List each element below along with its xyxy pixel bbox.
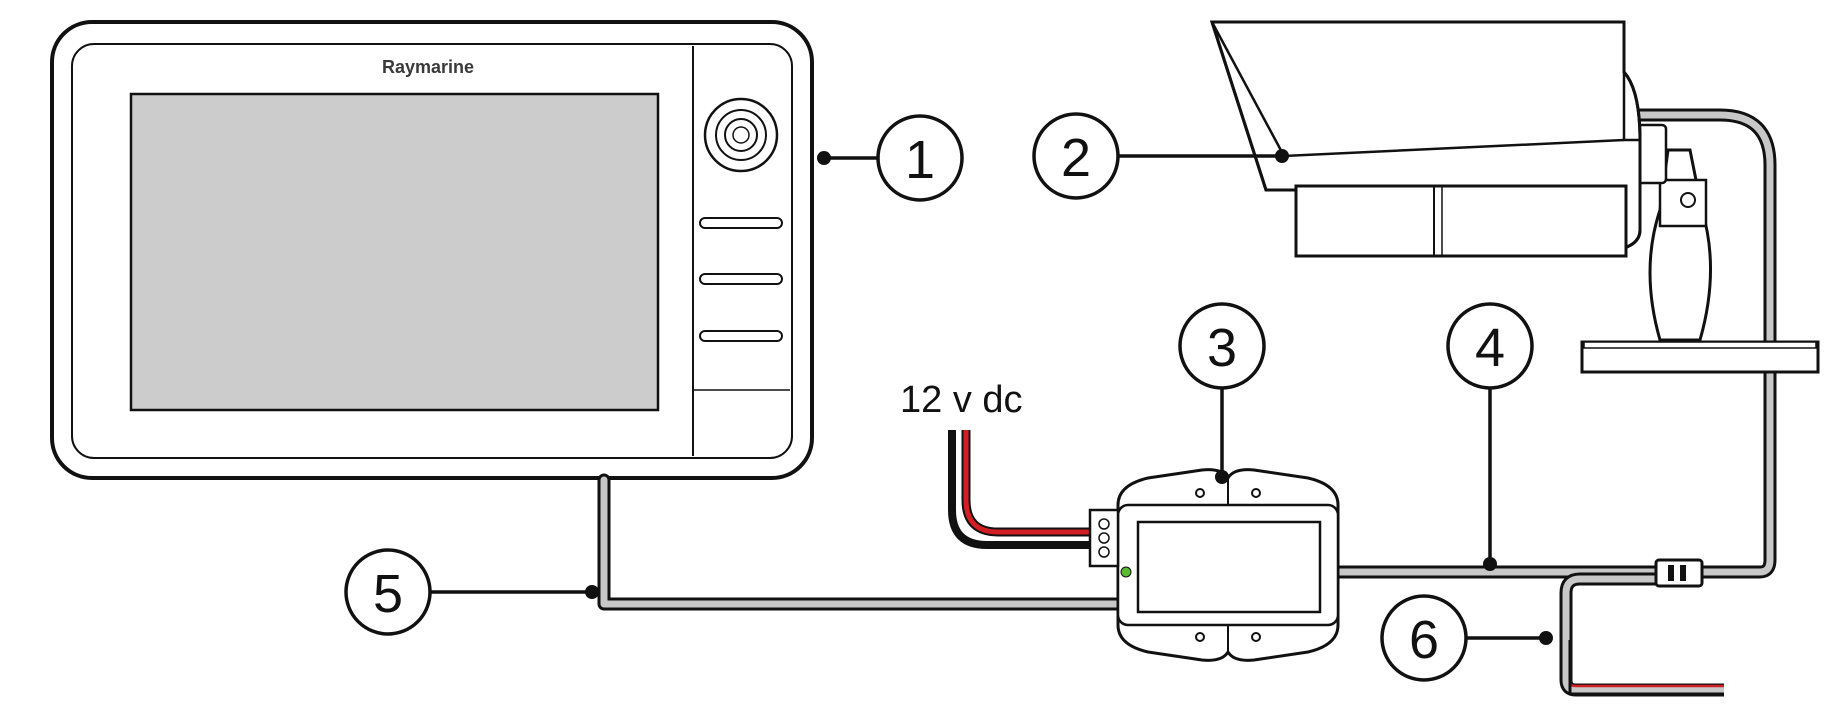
callout-label-6: 6	[1409, 610, 1439, 670]
softkey-button-3	[699, 330, 783, 342]
callout-label-4: 4	[1475, 318, 1505, 378]
callout-5: 5	[344, 548, 599, 636]
callout-label-5: 5	[373, 564, 403, 624]
callout-label-2: 2	[1061, 128, 1091, 188]
callout-1: 1	[817, 114, 964, 202]
power-terminal-block	[1088, 508, 1120, 568]
callout-label-3: 3	[1207, 318, 1237, 378]
camera-cable	[1333, 108, 1777, 579]
callout-4: 4	[1446, 302, 1534, 571]
multifunction-display: Raymarine	[50, 20, 814, 480]
camera-power-cable	[1559, 572, 1724, 697]
rotary-knob	[703, 97, 779, 173]
brand-logo: Raymarine	[382, 57, 474, 77]
callout-6: 6	[1380, 594, 1553, 682]
callout-label-1: 1	[905, 130, 935, 190]
power-label: 12 v dc	[900, 379, 1023, 421]
softkey-button-1	[699, 217, 783, 229]
power-input-wires	[948, 430, 1098, 549]
camera	[1209, 20, 1820, 374]
display-screen	[129, 92, 660, 412]
status-led	[1120, 566, 1132, 578]
inline-connector	[1654, 558, 1704, 588]
softkey-button-2	[699, 273, 783, 285]
callout-2: 2	[1032, 112, 1289, 200]
callout-3: 3	[1178, 302, 1266, 484]
video-cable	[597, 473, 1125, 611]
interface-box	[1088, 468, 1340, 662]
